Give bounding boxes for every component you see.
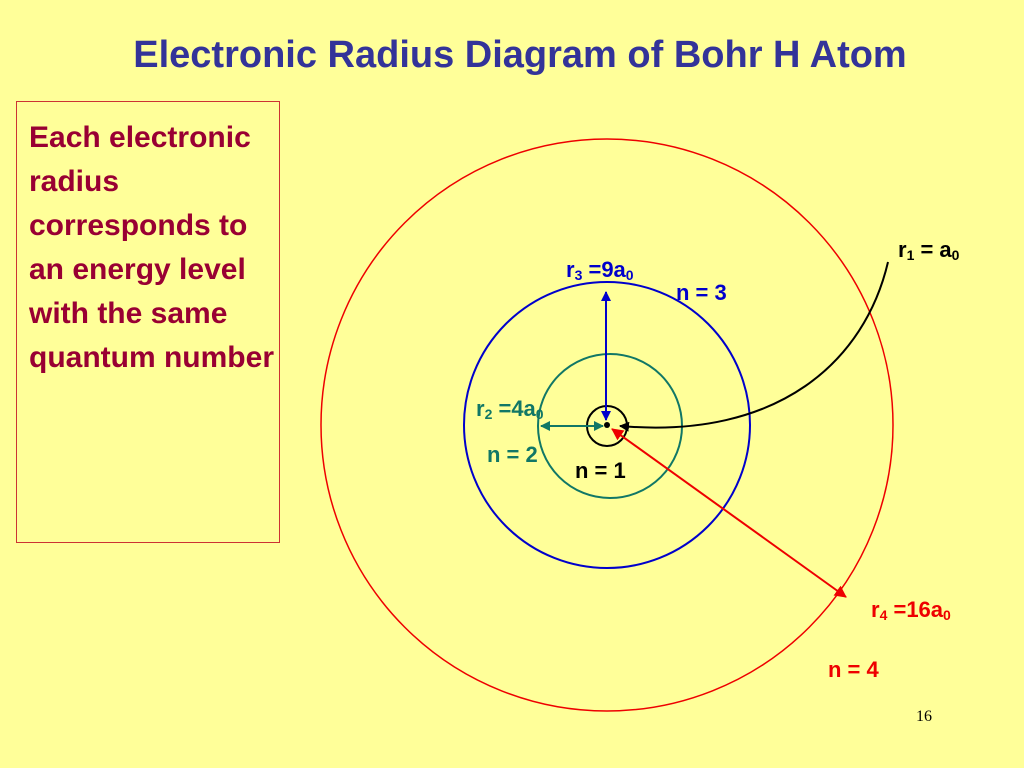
page-number: 16: [916, 708, 932, 725]
description-box: Each electronic radius corresponds to an…: [16, 101, 280, 543]
label-r3: r3 =9a0: [566, 257, 634, 283]
orbit-n3: [463, 281, 751, 569]
radius-arrow-r4: [611, 428, 847, 598]
label-n3: n = 3: [676, 280, 727, 305]
label-n1: n = 1: [575, 458, 626, 483]
nucleus-dot: [604, 422, 610, 428]
label-n2: n = 2: [487, 442, 538, 467]
orbit-n4: [320, 138, 894, 712]
label-r1: r1 = a0: [898, 237, 960, 263]
label-r4: r4 =16a0: [871, 597, 951, 623]
label-r2: r2 =4a0: [476, 396, 544, 422]
slide-title: Electronic Radius Diagram of Bohr H Atom: [133, 34, 907, 76]
pointer-arrow-r1: [619, 261, 889, 432]
description-text: Each electronic radius corresponds to an…: [29, 121, 274, 374]
label-n4: n = 4: [828, 657, 879, 682]
